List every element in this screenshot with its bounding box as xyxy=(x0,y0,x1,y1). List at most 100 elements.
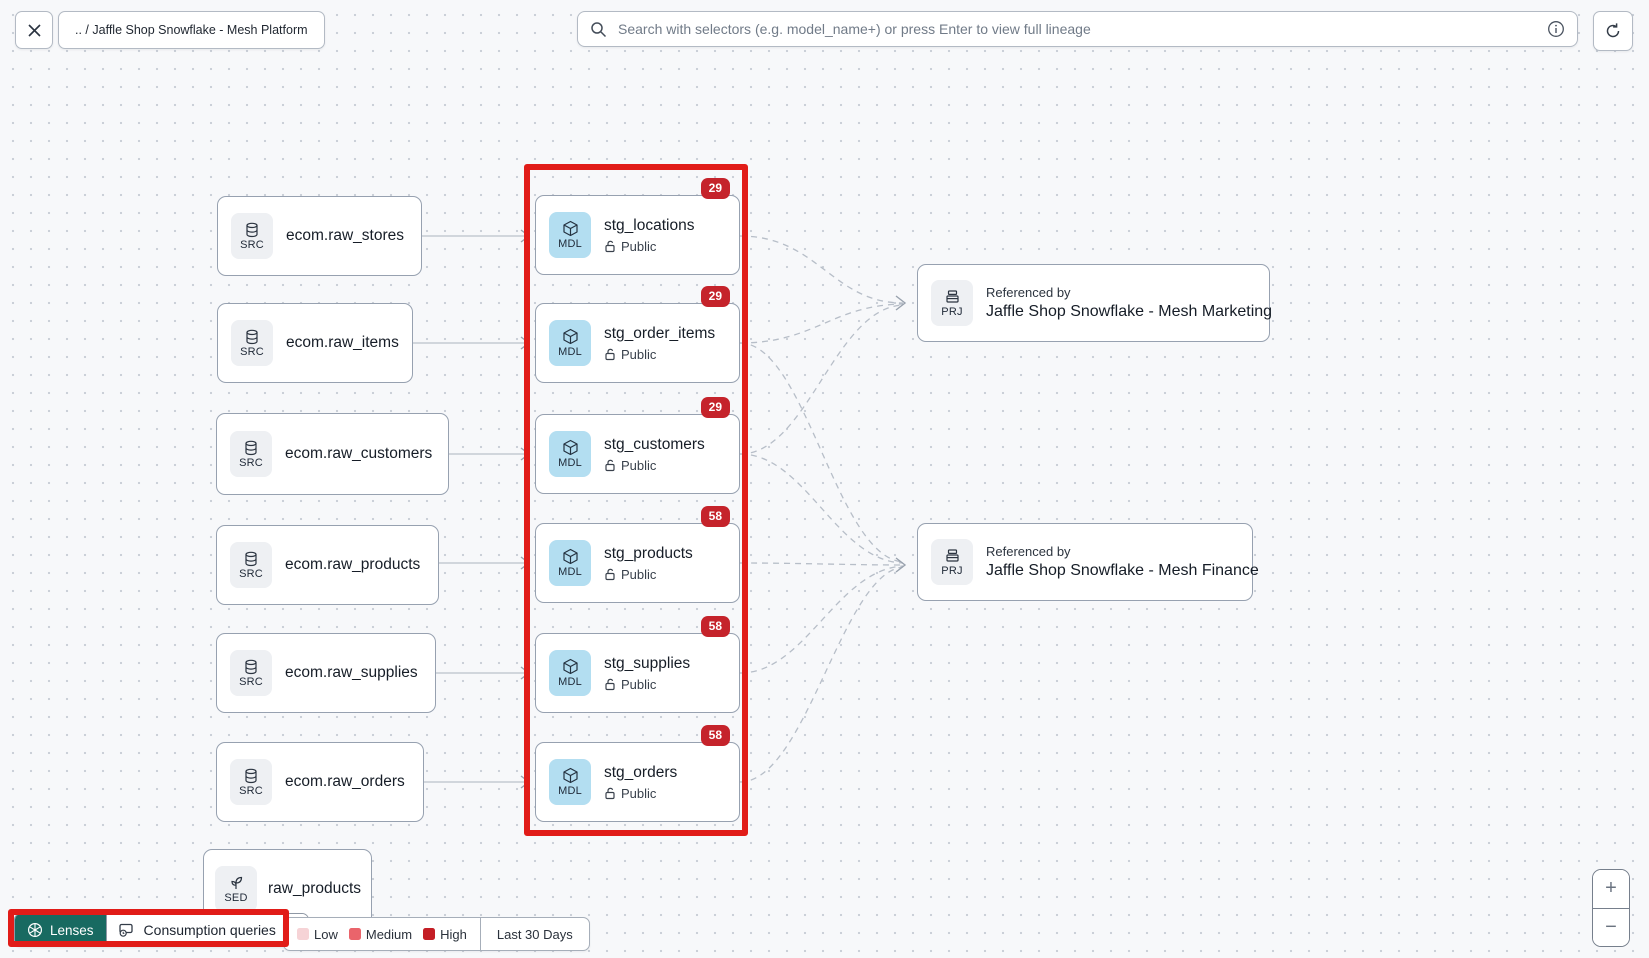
project-icon xyxy=(945,290,959,303)
node-title: ecom.raw_customers xyxy=(285,445,433,462)
lens-controls[interactable]: Lenses Consumption queries xyxy=(14,913,309,947)
refresh-button[interactable] xyxy=(1593,11,1633,51)
cube-icon xyxy=(562,767,578,784)
seedling-icon xyxy=(231,876,243,889)
node-title: stg_products xyxy=(604,544,693,562)
lens-dropdown[interactable]: Consumption queries xyxy=(105,914,308,946)
source-tile: SRC xyxy=(230,759,272,805)
legend-items: Low Medium High xyxy=(284,918,480,950)
model-tile: MDL xyxy=(549,650,591,696)
legend-item-medium: Medium xyxy=(348,927,412,942)
breadcrumb[interactable]: .. / Jaffle Shop Snowflake - Mesh Platfo… xyxy=(58,11,325,49)
node-title: stg_order_items xyxy=(604,324,716,342)
model-tile: MDL xyxy=(549,431,591,477)
refresh-icon xyxy=(1606,23,1620,38)
source-tile: SRC xyxy=(230,650,272,696)
node-title: stg_orders xyxy=(604,763,678,781)
referenced-by-label: Referenced by xyxy=(986,544,1071,559)
node-title: stg_customers xyxy=(604,435,705,453)
model-tile: MDL xyxy=(549,540,591,586)
project-node-mesh-finance[interactable]: PRJ Referenced by Jaffle Shop Snowflake … xyxy=(917,523,1259,601)
project-name: Jaffle Shop Snowflake - Mesh Finance xyxy=(986,562,1259,579)
node-title: ecom.raw_products xyxy=(285,556,421,573)
zoom-out-button[interactable]: − xyxy=(1593,908,1629,946)
close-button[interactable] xyxy=(15,11,53,49)
zoom-in-button[interactable]: + xyxy=(1593,870,1629,909)
unlock-icon xyxy=(605,240,615,252)
lenses-button-label: Lenses xyxy=(50,922,94,938)
usage-badge: 58 xyxy=(700,725,730,746)
database-icon xyxy=(246,329,258,344)
unlock-icon xyxy=(605,787,615,799)
access-row: Public xyxy=(604,677,690,692)
seed-tile: SED xyxy=(215,866,257,912)
access-row: Public xyxy=(604,567,693,582)
lenses-button[interactable]: Lenses xyxy=(15,914,106,946)
project-node-mesh-marketing[interactable]: PRJ Referenced by Jaffle Shop Snowflake … xyxy=(917,264,1273,342)
source-node-raw-supplies[interactable]: SRC ecom.raw_supplies xyxy=(216,633,436,713)
source-node-raw-stores[interactable]: SRC ecom.raw_stores xyxy=(217,196,422,276)
access-row: Public xyxy=(604,786,677,801)
usage-badge: 29 xyxy=(700,286,730,307)
lens-legend: Low Medium High Last 30 Days xyxy=(283,917,590,951)
breadcrumb-label: .. / Jaffle Shop Snowflake - Mesh Platfo… xyxy=(75,23,308,37)
source-tile: SRC xyxy=(231,213,273,259)
cube-icon xyxy=(562,328,578,345)
search-icon xyxy=(591,21,607,37)
source-tile: SRC xyxy=(230,431,272,477)
model-node-stg-supplies[interactable]: 58 MDL stg_supplies Public xyxy=(535,616,740,713)
search-input[interactable] xyxy=(616,20,1538,38)
model-node-stg-orders[interactable]: 58 MDL stg_orders Public xyxy=(535,725,740,822)
usage-badge: 29 xyxy=(700,178,730,199)
node-title: stg_supplies xyxy=(604,654,691,672)
access-row: Public xyxy=(604,458,705,473)
project-name: Jaffle Shop Snowflake - Mesh Marketing xyxy=(986,303,1273,320)
search-bar[interactable] xyxy=(577,11,1578,47)
database-icon xyxy=(245,659,257,674)
node-title: ecom.raw_stores xyxy=(286,227,405,244)
source-node-raw-customers[interactable]: SRC ecom.raw_customers xyxy=(216,413,449,495)
cube-icon xyxy=(562,548,578,565)
project-tile: PRJ xyxy=(931,280,973,326)
database-icon xyxy=(245,440,257,455)
usage-badge: 58 xyxy=(700,506,730,527)
source-node-raw-items[interactable]: SRC ecom.raw_items xyxy=(217,303,413,383)
close-icon xyxy=(27,23,41,37)
cube-icon xyxy=(562,220,578,237)
usage-badge: 58 xyxy=(700,616,730,637)
project-icon xyxy=(945,549,959,562)
info-icon[interactable] xyxy=(1547,20,1565,38)
unlock-icon xyxy=(605,678,615,690)
source-node-raw-orders[interactable]: SRC ecom.raw_orders xyxy=(216,742,424,822)
source-tile: SRC xyxy=(231,320,273,366)
model-node-stg-customers[interactable]: 29 MDL stg_customers Public xyxy=(535,397,740,494)
model-node-stg-locations[interactable]: 29 MDL stg_locations Public xyxy=(535,178,740,275)
model-tile: MDL xyxy=(549,759,591,805)
project-tile: PRJ xyxy=(931,539,973,585)
cube-icon xyxy=(562,439,578,456)
legend-item-high: High xyxy=(423,927,467,942)
unlock-icon xyxy=(605,348,615,360)
legend-item-low: Low xyxy=(297,927,338,942)
consumption-query-icon xyxy=(118,923,133,937)
lens-selected-label: Consumption queries xyxy=(143,922,276,938)
database-icon xyxy=(246,222,258,237)
referenced-by-label: Referenced by xyxy=(986,285,1071,300)
model-node-stg-products[interactable]: 58 MDL stg_products Public xyxy=(535,506,740,603)
node-title: raw_products xyxy=(268,880,362,897)
usage-badge: 29 xyxy=(700,397,730,418)
node-title: ecom.raw_items xyxy=(286,334,399,351)
model-tile: MDL xyxy=(549,320,591,366)
node-title: stg_locations xyxy=(604,216,695,234)
cube-icon xyxy=(562,658,578,675)
source-node-raw-products[interactable]: SRC ecom.raw_products xyxy=(216,525,439,605)
legend-swatch-high xyxy=(423,928,436,940)
database-icon xyxy=(245,551,257,566)
model-node-stg-order-items[interactable]: 29 MDL stg_order_items Public xyxy=(535,286,740,383)
zoom-controls[interactable]: + − xyxy=(1592,869,1630,947)
unlock-icon xyxy=(605,459,615,471)
legend-period: Last 30 Days xyxy=(479,918,589,950)
lenses-icon xyxy=(27,922,43,938)
legend-swatch-medium xyxy=(348,928,361,940)
